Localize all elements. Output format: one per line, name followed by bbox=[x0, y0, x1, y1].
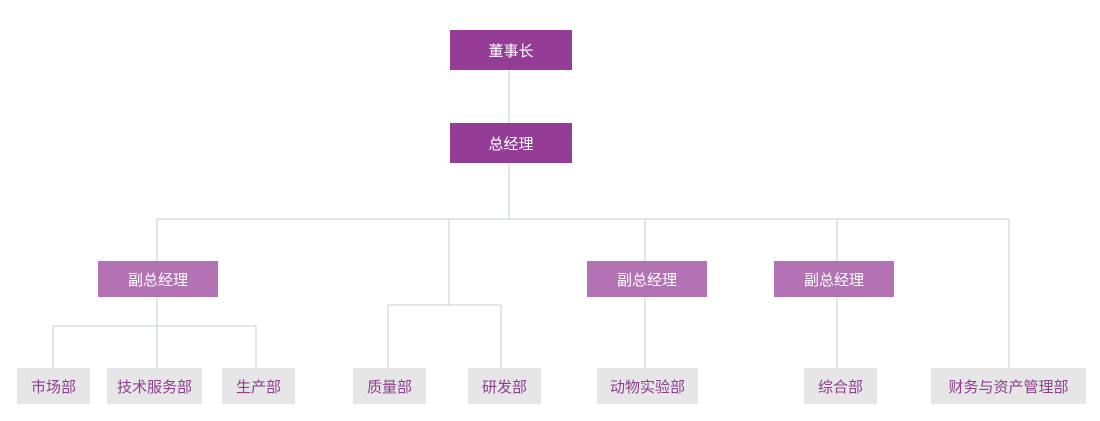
dept-general-affairs: 综合部 bbox=[804, 368, 877, 404]
node-label: 副总经理 bbox=[803, 270, 864, 289]
dept-tech-service: 技术服务部 bbox=[107, 368, 202, 404]
node-label: 总经理 bbox=[488, 134, 534, 153]
node-label: 财务与资产管理部 bbox=[948, 377, 1069, 396]
vice-gm-node-1: 副总经理 bbox=[98, 261, 218, 297]
general-manager-node: 总经理 bbox=[450, 123, 572, 163]
node-label: 市场部 bbox=[30, 377, 76, 396]
node-label: 董事长 bbox=[488, 41, 534, 60]
node-label: 副总经理 bbox=[616, 270, 677, 289]
dept-marketing: 市场部 bbox=[17, 368, 90, 404]
node-label: 技术服务部 bbox=[116, 377, 192, 396]
vice-gm-node-3: 副总经理 bbox=[774, 261, 894, 297]
node-label: 综合部 bbox=[817, 377, 863, 396]
chairman-node: 董事长 bbox=[450, 30, 572, 70]
dept-animal-lab: 动物实验部 bbox=[597, 368, 698, 404]
vice-gm-node-2: 副总经理 bbox=[587, 261, 707, 297]
dept-production: 生产部 bbox=[222, 368, 295, 404]
dept-quality: 质量部 bbox=[353, 368, 426, 404]
dept-finance-assets: 财务与资产管理部 bbox=[931, 368, 1086, 404]
node-label: 生产部 bbox=[235, 377, 281, 396]
node-label: 研发部 bbox=[481, 377, 527, 396]
node-label: 质量部 bbox=[366, 377, 412, 396]
node-label: 副总经理 bbox=[127, 270, 188, 289]
node-label: 动物实验部 bbox=[609, 377, 685, 396]
dept-rnd: 研发部 bbox=[468, 368, 541, 404]
